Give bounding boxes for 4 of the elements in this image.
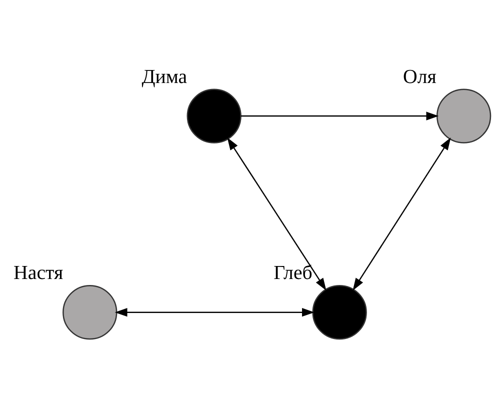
node-label: Дима [142, 65, 188, 88]
node-label: Глеб [274, 262, 312, 284]
node-label: Настя [14, 262, 64, 284]
node-label: Оля [403, 65, 436, 88]
